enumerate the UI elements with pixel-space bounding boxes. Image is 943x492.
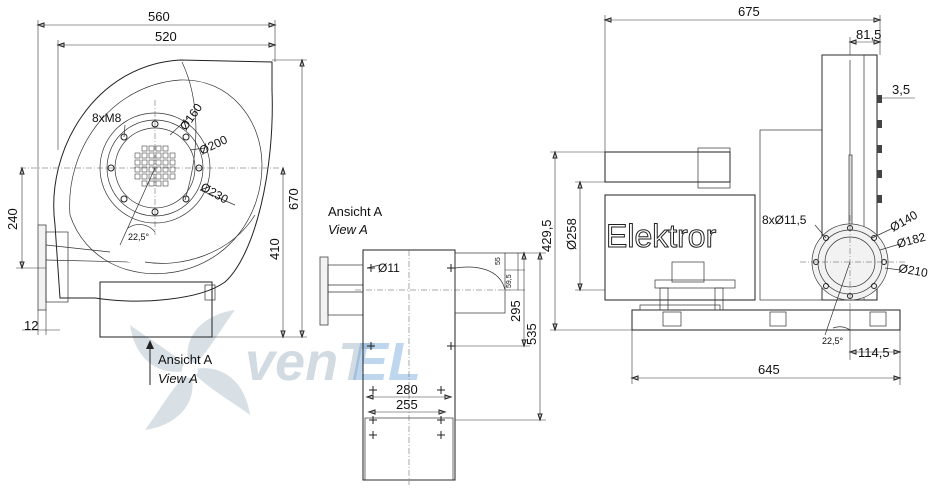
side-dia210-label: Ø210 — [897, 261, 929, 280]
watermark-text-a: venT — [245, 332, 375, 392]
front-housing-outline — [53, 59, 273, 302]
middle-dim-535: 535 — [524, 323, 539, 345]
front-dim-520: 520 — [155, 29, 177, 44]
middle-hole-markers — [367, 264, 455, 439]
front-dim-410: 410 — [267, 238, 282, 260]
side-dim-3-5: 3,5 — [892, 82, 910, 97]
front-dim-670: 670 — [286, 188, 301, 210]
middle-dim-295: 295 — [508, 300, 523, 322]
front-inlet-grille — [134, 145, 176, 187]
side-outlet-pipe — [604, 151, 731, 183]
side-dim-429-5: 429,5 — [539, 219, 554, 252]
watermark: venT EL — [130, 310, 421, 430]
front-angle-label: 22,5° — [128, 232, 150, 242]
middle-title-de: Ansicht A — [328, 204, 383, 219]
front-dim-12: 12 — [24, 318, 38, 333]
front-view-marker-de: Ansicht A — [158, 352, 213, 367]
side-view: Elektror 22,5° 8xØ11,5 Ø140 Ø182 Ø210 — [539, 4, 929, 385]
middle-dim-280: 280 — [396, 382, 418, 397]
front-housing-inner — [69, 79, 263, 275]
side-dim-dia258: Ø258 — [564, 218, 579, 250]
watermark-text-b: EL — [352, 332, 421, 392]
side-dim-675: 675 — [738, 4, 760, 19]
front-dia230-label: Ø230 — [198, 180, 231, 207]
front-outlet-flange — [37, 224, 47, 311]
middle-hole-dia: Ø11 — [378, 261, 400, 275]
middle-dim-255: 255 — [396, 397, 418, 412]
front-bolts-label: 8xM8 — [92, 111, 122, 125]
side-brand-label: Elektror — [606, 218, 717, 254]
watermark-fan-icon — [130, 310, 250, 430]
front-dia200-label: Ø200 — [197, 132, 230, 157]
middle-dim-59-5: 59,5 — [506, 274, 513, 288]
side-base-plate — [631, 309, 901, 331]
middle-title-en: View A — [328, 222, 368, 237]
front-dim-560: 560 — [148, 9, 170, 24]
middle-view: Ansicht A View A Ø11 — [319, 204, 546, 485]
front-base — [99, 281, 213, 338]
front-view: 22,5° 8xM8 Ø160 Ø200 Ø230 560 520 670 41… — [5, 9, 307, 386]
middle-flange — [319, 256, 329, 326]
side-dia182-label: Ø182 — [895, 230, 927, 251]
front-dim-240: 240 — [5, 208, 20, 230]
side-dim-645: 645 — [758, 362, 780, 377]
middle-dim-55: 55 — [495, 257, 502, 265]
side-dim-81-5: 81,5 — [856, 27, 881, 42]
side-flange-bolts-top — [877, 95, 882, 203]
side-angle-label: 22,5° — [822, 336, 844, 346]
side-dia140-label: Ø140 — [888, 208, 921, 235]
side-dim-114-5: 114,5 — [858, 345, 890, 360]
side-bolts-label: 8xØ11,5 — [762, 213, 807, 227]
front-dia160-label: Ø160 — [177, 101, 205, 133]
side-motor-body — [604, 194, 756, 301]
front-view-marker-en: View A — [158, 371, 198, 386]
